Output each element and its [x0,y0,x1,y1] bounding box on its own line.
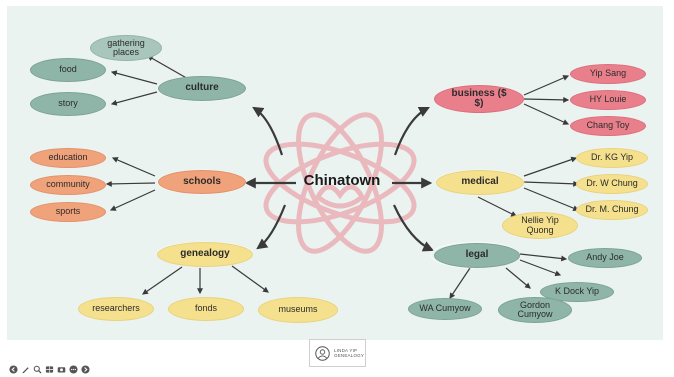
node-nellie-yip-quong: Nellie Yip Quong [502,212,578,239]
node-gordon-cumyow: Gordon Cumyow [498,297,572,323]
node-fonds-label: fonds [194,303,218,314]
node-andy-joe-label: Andy Joe [586,252,624,263]
center-motif [263,112,417,254]
node-researchers-label: researchers [92,303,140,314]
node-education: education [30,148,106,168]
node-community-label: community [46,179,90,190]
node-hy-louie: HY Louie [570,90,646,110]
node-gordon-cumyow-label: Gordon Cumyow [517,299,553,319]
node-k-dock-yip-label: K Dock Yip [554,286,600,297]
node-yip-sang: Yip Sang [570,64,646,84]
center-topic: Chinatown [303,172,381,189]
presentation-toolbar [9,365,90,374]
node-culture: culture [158,76,246,101]
node-food-label: food [59,64,77,75]
linda-yip-genealogy-logo: LINDA YIP GENEALOGY [309,339,366,367]
node-genealogy-label: genealogy [180,248,230,260]
node-museums: museums [258,297,338,323]
logo-line2: GENEALOGY [334,353,365,358]
pen-icon[interactable] [21,365,30,374]
main-arrows [244,106,435,252]
person-circle-icon [315,345,330,361]
node-education-label: education [48,152,88,163]
node-dr-kg-yip-label: Dr. KG Yip [590,152,634,163]
node-sports: sports [30,202,106,222]
previous-slide-icon[interactable] [9,365,18,374]
node-food: food [30,58,106,82]
node-legal: legal [434,243,520,268]
node-k-dock-yip: K Dock Yip [540,282,614,302]
next-slide-icon[interactable] [81,365,90,374]
node-wa-cumyow-label: WA Cumyow [419,303,471,314]
node-wa-cumyow: WA Cumyow [408,298,482,320]
node-dr-m-chung: Dr. M. Chung [576,200,648,220]
node-story-label: story [58,98,78,109]
node-sports-label: sports [55,206,81,217]
camera-icon[interactable] [57,365,66,374]
node-medical-label: medical [461,176,499,188]
node-schools-label: schools [183,175,221,187]
node-legal-label: legal [465,249,489,261]
node-dr-kg-yip: Dr. KG Yip [576,148,648,168]
sub-arrows [105,55,580,299]
node-nellie-yip-quong-label: Nellie Yip Quong [521,215,559,235]
node-community: community [30,175,106,195]
node-medical: medical [436,170,524,195]
node-business: business ($ $) [434,85,524,113]
node-dr-w-chung-label: Dr. W Chung [586,178,638,189]
slides-grid-icon[interactable] [45,365,54,374]
node-dr-w-chung: Dr. W Chung [576,174,648,194]
node-yip-sang-label: Yip Sang [589,68,627,79]
logo-line1: LINDA YIP [334,347,358,353]
node-story: story [30,92,106,116]
node-business-label: business ($ $) [451,87,507,109]
node-genealogy: genealogy [157,242,253,267]
node-chang-toy-label: Chang Toy [586,120,630,131]
node-dr-m-chung-label: Dr. M. Chung [585,204,639,215]
node-gathering-places: gathering places [90,35,162,61]
node-chang-toy: Chang Toy [570,116,646,136]
node-researchers: researchers [78,297,154,321]
node-fonds: fonds [168,297,244,321]
node-andy-joe: Andy Joe [568,248,642,268]
more-options-icon[interactable] [69,365,78,374]
zoom-icon[interactable] [33,365,42,374]
node-gathering-places-label: gathering places [107,37,145,57]
node-museums-label: museums [278,304,318,315]
node-schools: schools [158,170,246,194]
node-hy-louie-label: HY Louie [589,94,627,105]
node-culture-label: culture [185,82,219,94]
